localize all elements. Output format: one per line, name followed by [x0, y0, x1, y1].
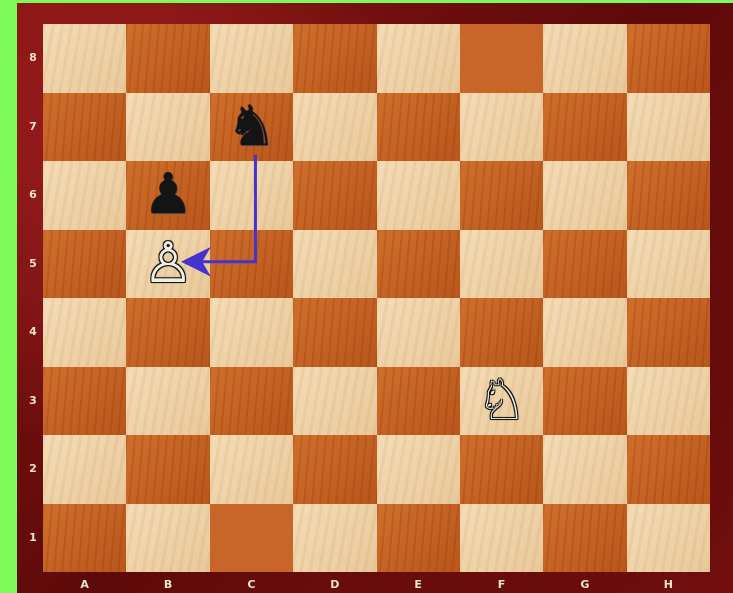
- square-g2[interactable]: [543, 435, 626, 504]
- square-f2[interactable]: [460, 435, 543, 504]
- square-b1[interactable]: [126, 504, 209, 573]
- rank-label: 4: [26, 325, 40, 338]
- square-g3[interactable]: [543, 367, 626, 436]
- square-c7[interactable]: ♞: [210, 93, 293, 162]
- square-e4[interactable]: [377, 298, 460, 367]
- square-f4[interactable]: [460, 298, 543, 367]
- square-e2[interactable]: [377, 435, 460, 504]
- square-b3[interactable]: [126, 367, 209, 436]
- square-a1[interactable]: [43, 504, 126, 573]
- file-label: C: [241, 578, 261, 591]
- square-a8[interactable]: [43, 24, 126, 93]
- square-d5[interactable]: [293, 230, 376, 299]
- square-a6[interactable]: [43, 161, 126, 230]
- square-c6[interactable]: [210, 161, 293, 230]
- file-label: A: [75, 578, 95, 591]
- square-g4[interactable]: [543, 298, 626, 367]
- file-label: F: [492, 578, 512, 591]
- square-b2[interactable]: [126, 435, 209, 504]
- square-g5[interactable]: [543, 230, 626, 299]
- square-d4[interactable]: [293, 298, 376, 367]
- square-d2[interactable]: [293, 435, 376, 504]
- square-d3[interactable]: [293, 367, 376, 436]
- square-a2[interactable]: [43, 435, 126, 504]
- square-c3[interactable]: [210, 367, 293, 436]
- file-label: B: [158, 578, 178, 591]
- rank-label: 7: [26, 120, 40, 133]
- square-g8[interactable]: [543, 24, 626, 93]
- square-f6[interactable]: [460, 161, 543, 230]
- file-label: E: [408, 578, 428, 591]
- file-label: D: [325, 578, 345, 591]
- square-c2[interactable]: [210, 435, 293, 504]
- square-h3[interactable]: [627, 367, 710, 436]
- square-f8[interactable]: [460, 24, 543, 93]
- square-d1[interactable]: [293, 504, 376, 573]
- square-f7[interactable]: [460, 93, 543, 162]
- square-a4[interactable]: [43, 298, 126, 367]
- square-h5[interactable]: [627, 230, 710, 299]
- square-c1[interactable]: [210, 504, 293, 573]
- square-h7[interactable]: [627, 93, 710, 162]
- file-label: H: [658, 578, 678, 591]
- square-b4[interactable]: [126, 298, 209, 367]
- square-b7[interactable]: [126, 93, 209, 162]
- square-c5[interactable]: [210, 230, 293, 299]
- rank-label: 8: [26, 51, 40, 64]
- square-e3[interactable]: [377, 367, 460, 436]
- square-f5[interactable]: [460, 230, 543, 299]
- square-e1[interactable]: [377, 504, 460, 573]
- square-c8[interactable]: [210, 24, 293, 93]
- rank-label: 3: [26, 394, 40, 407]
- square-b8[interactable]: [126, 24, 209, 93]
- square-f1[interactable]: [460, 504, 543, 573]
- square-c4[interactable]: [210, 298, 293, 367]
- square-b5[interactable]: ♙: [126, 230, 209, 299]
- rank-label: 1: [26, 531, 40, 544]
- white-knight-icon[interactable]: ♘: [476, 373, 526, 429]
- black-knight-icon[interactable]: ♞: [226, 99, 276, 155]
- square-d7[interactable]: [293, 93, 376, 162]
- white-pawn-icon[interactable]: ♙: [143, 236, 193, 292]
- square-e5[interactable]: [377, 230, 460, 299]
- square-d8[interactable]: [293, 24, 376, 93]
- square-d6[interactable]: [293, 161, 376, 230]
- chess-board: ♞ ♟ ♙ ♘: [43, 24, 710, 572]
- square-h2[interactable]: [627, 435, 710, 504]
- rank-label: 6: [26, 188, 40, 201]
- square-f3[interactable]: ♘: [460, 367, 543, 436]
- square-g7[interactable]: [543, 93, 626, 162]
- square-a5[interactable]: [43, 230, 126, 299]
- square-a3[interactable]: [43, 367, 126, 436]
- black-pawn-icon[interactable]: ♟: [143, 167, 193, 223]
- square-g1[interactable]: [543, 504, 626, 573]
- square-e7[interactable]: [377, 93, 460, 162]
- file-label: G: [575, 578, 595, 591]
- square-b6[interactable]: ♟: [126, 161, 209, 230]
- square-h6[interactable]: [627, 161, 710, 230]
- square-h1[interactable]: [627, 504, 710, 573]
- square-e6[interactable]: [377, 161, 460, 230]
- square-e8[interactable]: [377, 24, 460, 93]
- square-g6[interactable]: [543, 161, 626, 230]
- square-h8[interactable]: [627, 24, 710, 93]
- square-h4[interactable]: [627, 298, 710, 367]
- square-a7[interactable]: [43, 93, 126, 162]
- rank-label: 5: [26, 257, 40, 270]
- rank-label: 2: [26, 462, 40, 475]
